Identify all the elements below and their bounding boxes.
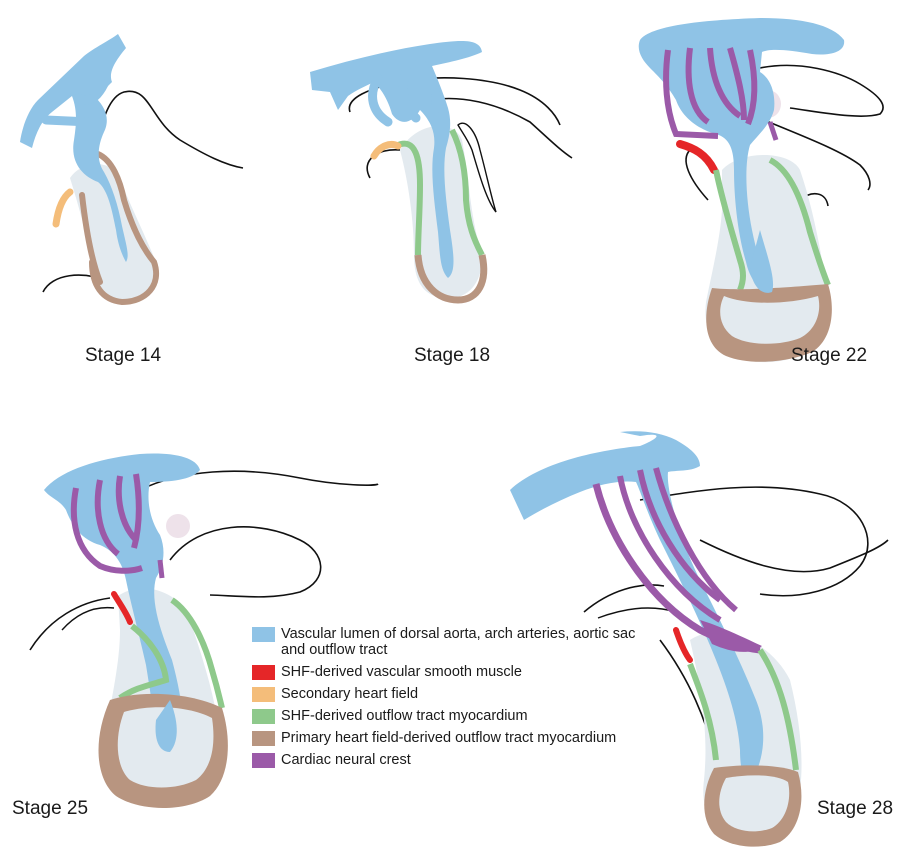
legend-label-lumen: Vascular lumen of dorsal aorta, arch art… bbox=[281, 626, 652, 658]
stage-25-pink-structure bbox=[166, 514, 190, 538]
legend-item-shf-myocardium: SHF-derived outflow tract myocardium bbox=[252, 708, 652, 724]
stage-14-body-outline bbox=[96, 91, 243, 168]
legend-item-shf-vsm: SHF-derived vascular smooth muscle bbox=[252, 664, 652, 680]
stage-28-label: Stage 28 bbox=[817, 798, 893, 820]
stage-14-shf bbox=[56, 192, 70, 224]
stage-14-label: Stage 14 bbox=[85, 345, 161, 367]
legend-swatch-lumen bbox=[252, 627, 275, 642]
legend-label-neural-crest: Cardiac neural crest bbox=[281, 752, 411, 768]
stage-14-arch-rung-upper bbox=[46, 120, 90, 122]
legend-label-shf-myocardium: SHF-derived outflow tract myocardium bbox=[281, 708, 528, 724]
stage-28-left-outline-2 bbox=[598, 608, 676, 618]
legend-swatch-shf-myocardium bbox=[252, 709, 275, 724]
stage-25-label: Stage 25 bbox=[12, 798, 88, 820]
legend-label-phf-myocardium: Primary heart field-derived outflow trac… bbox=[281, 730, 616, 746]
legend: Vascular lumen of dorsal aorta, arch art… bbox=[252, 626, 652, 774]
legend-swatch-shf bbox=[252, 687, 275, 702]
legend-swatch-shf-vsm bbox=[252, 665, 275, 680]
legend-label-shf-vsm: SHF-derived vascular smooth muscle bbox=[281, 664, 522, 680]
stage-25-left-outline bbox=[30, 598, 110, 650]
stage-18-diagram bbox=[310, 41, 572, 300]
stage-14-tissue bbox=[70, 164, 158, 302]
legend-item-lumen: Vascular lumen of dorsal aorta, arch art… bbox=[252, 626, 652, 658]
stage-22-vsm bbox=[680, 144, 714, 170]
legend-item-shf: Secondary heart field bbox=[252, 686, 652, 702]
stage-28-vsm bbox=[676, 630, 690, 660]
stage-25-ncc-stub bbox=[160, 560, 162, 578]
legend-item-phf-myocardium: Primary heart field-derived outflow trac… bbox=[252, 730, 652, 746]
legend-swatch-phf-myocardium bbox=[252, 731, 275, 746]
legend-item-neural-crest: Cardiac neural crest bbox=[252, 752, 652, 768]
stage-22-diagram bbox=[639, 18, 883, 362]
legend-label-shf: Secondary heart field bbox=[281, 686, 418, 702]
stage-25-body-outline-lower bbox=[170, 527, 321, 597]
stage-14-diagram bbox=[20, 34, 243, 302]
stage-18-label: Stage 18 bbox=[414, 345, 490, 367]
legend-swatch-neural-crest bbox=[252, 753, 275, 768]
stage-22-label: Stage 22 bbox=[791, 345, 867, 367]
